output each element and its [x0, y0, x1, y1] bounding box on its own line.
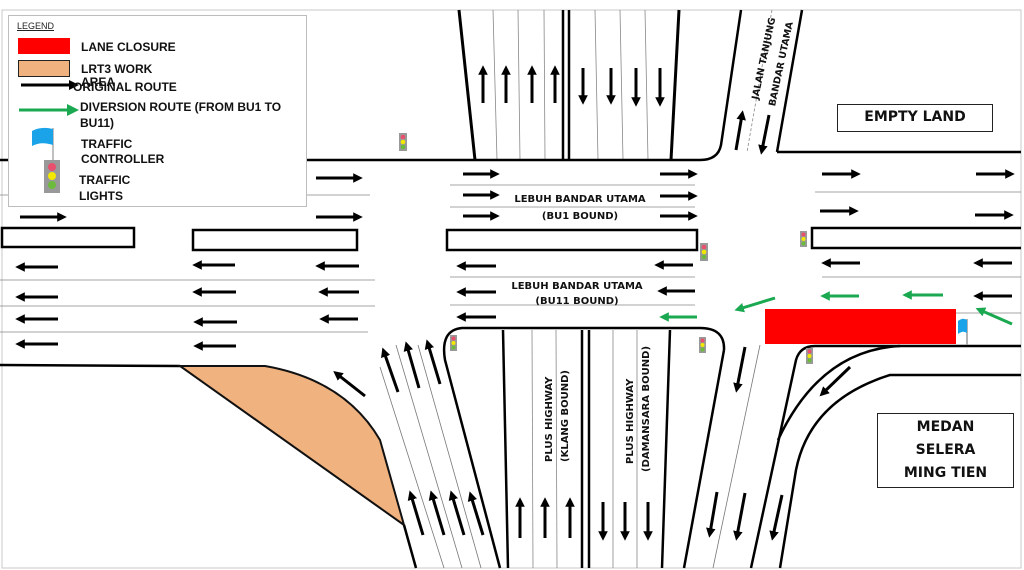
- legend-lrt3-line2: AREA: [81, 75, 116, 89]
- traffic-light-icon: [44, 160, 60, 193]
- legend-original-route-label: ORIGINAL ROUTE: [73, 80, 177, 94]
- plus-damansara-label-line1: PLUS HIGHWAY: [625, 378, 636, 464]
- legend-title: LEGEND: [17, 21, 55, 31]
- jalan-tanjung-road: [699, 9, 804, 162]
- plus-klang-label-line2: (KLANG BOUND): [560, 370, 571, 462]
- lane-closure-swatch: [18, 38, 70, 54]
- legend-lights-line1: TRAFFIC: [79, 173, 131, 187]
- green-arrow-icon: [19, 104, 79, 116]
- arrow: [734, 296, 776, 313]
- arrow: [407, 490, 425, 536]
- plus-klang-label-line1: PLUS HIGHWAY: [544, 376, 555, 462]
- empty-land-label: EMPTY LAND: [837, 104, 993, 132]
- arrow: [819, 365, 852, 397]
- south-right-road: [682, 344, 1021, 569]
- arrow: [733, 492, 747, 541]
- black-arrow-icon: [21, 80, 79, 90]
- bu11-label-line2: (BU11 BOUND): [535, 296, 618, 307]
- map-frame: [1, 9, 1022, 569]
- arrow: [758, 114, 771, 155]
- legend-lrt3-line1: LRT3 WORK: [81, 62, 153, 76]
- arrow: [467, 491, 485, 536]
- arrow: [706, 491, 719, 538]
- traffic-light-icon: [800, 231, 807, 247]
- legend-diversion-line2: BU11): [80, 116, 115, 130]
- south-left-road: [379, 326, 726, 569]
- bu1-label-line2: (BU1 BOUND): [542, 211, 618, 222]
- legend: LEGEND LANE CLOSURE LRT3 WORK AREA ORIGI…: [8, 15, 307, 207]
- diversion-route-arrows: [659, 290, 1013, 326]
- medan-selera-box: MEDAN SELERA MING TIEN: [877, 413, 1014, 488]
- bu11-label-line1: LEBUH BANDAR UTAMA: [511, 281, 643, 292]
- traffic-lights: [399, 133, 813, 364]
- legend-controller-line2: CONTROLLER: [81, 152, 165, 166]
- traffic-light-icon: [699, 337, 706, 353]
- arrow: [424, 339, 442, 385]
- bu-road-edges: [0, 150, 1021, 368]
- arrow: [733, 346, 747, 393]
- lane-closure-area: [765, 309, 956, 344]
- medan-line3: MING TIEN: [903, 465, 988, 481]
- traffic-light-icon: [399, 133, 407, 151]
- arrow: [403, 341, 421, 389]
- traffic-light-icon: [450, 335, 457, 351]
- legend-lights-line2: LIGHTS: [79, 189, 123, 203]
- plus-damansara-label-line2: (DAMANSARA BOUND): [641, 346, 652, 472]
- arrow: [975, 307, 1013, 326]
- legend-diversion-line1: DIVERSION ROUTE (FROM BU1 TO: [80, 100, 282, 114]
- lrt3-work-swatch: [18, 60, 70, 77]
- plus-highway-south: [501, 329, 672, 569]
- arrow: [769, 494, 784, 541]
- traffic-light-icon: [806, 348, 813, 364]
- legend-controller-line1: TRAFFIC: [81, 137, 133, 151]
- bu1-label-line1: LEBUH BANDAR UTAMA: [514, 194, 646, 205]
- arrow: [381, 347, 400, 393]
- medan-line2: SELERA: [915, 442, 976, 458]
- medan-line1: MEDAN: [916, 419, 975, 435]
- north-road: [457, 9, 681, 161]
- arrow: [448, 490, 466, 536]
- traffic-controller-flag-icon: [958, 318, 968, 345]
- arrow: [734, 110, 746, 151]
- arrow: [333, 371, 366, 398]
- legend-lane-closure-label: LANE CLOSURE: [81, 40, 176, 54]
- arrow: [428, 490, 446, 536]
- lrt3-work-area: [176, 365, 406, 528]
- traffic-light-icon: [700, 243, 708, 261]
- original-route-arrows: [15, 65, 1015, 541]
- blue-flag-icon: [32, 127, 54, 164]
